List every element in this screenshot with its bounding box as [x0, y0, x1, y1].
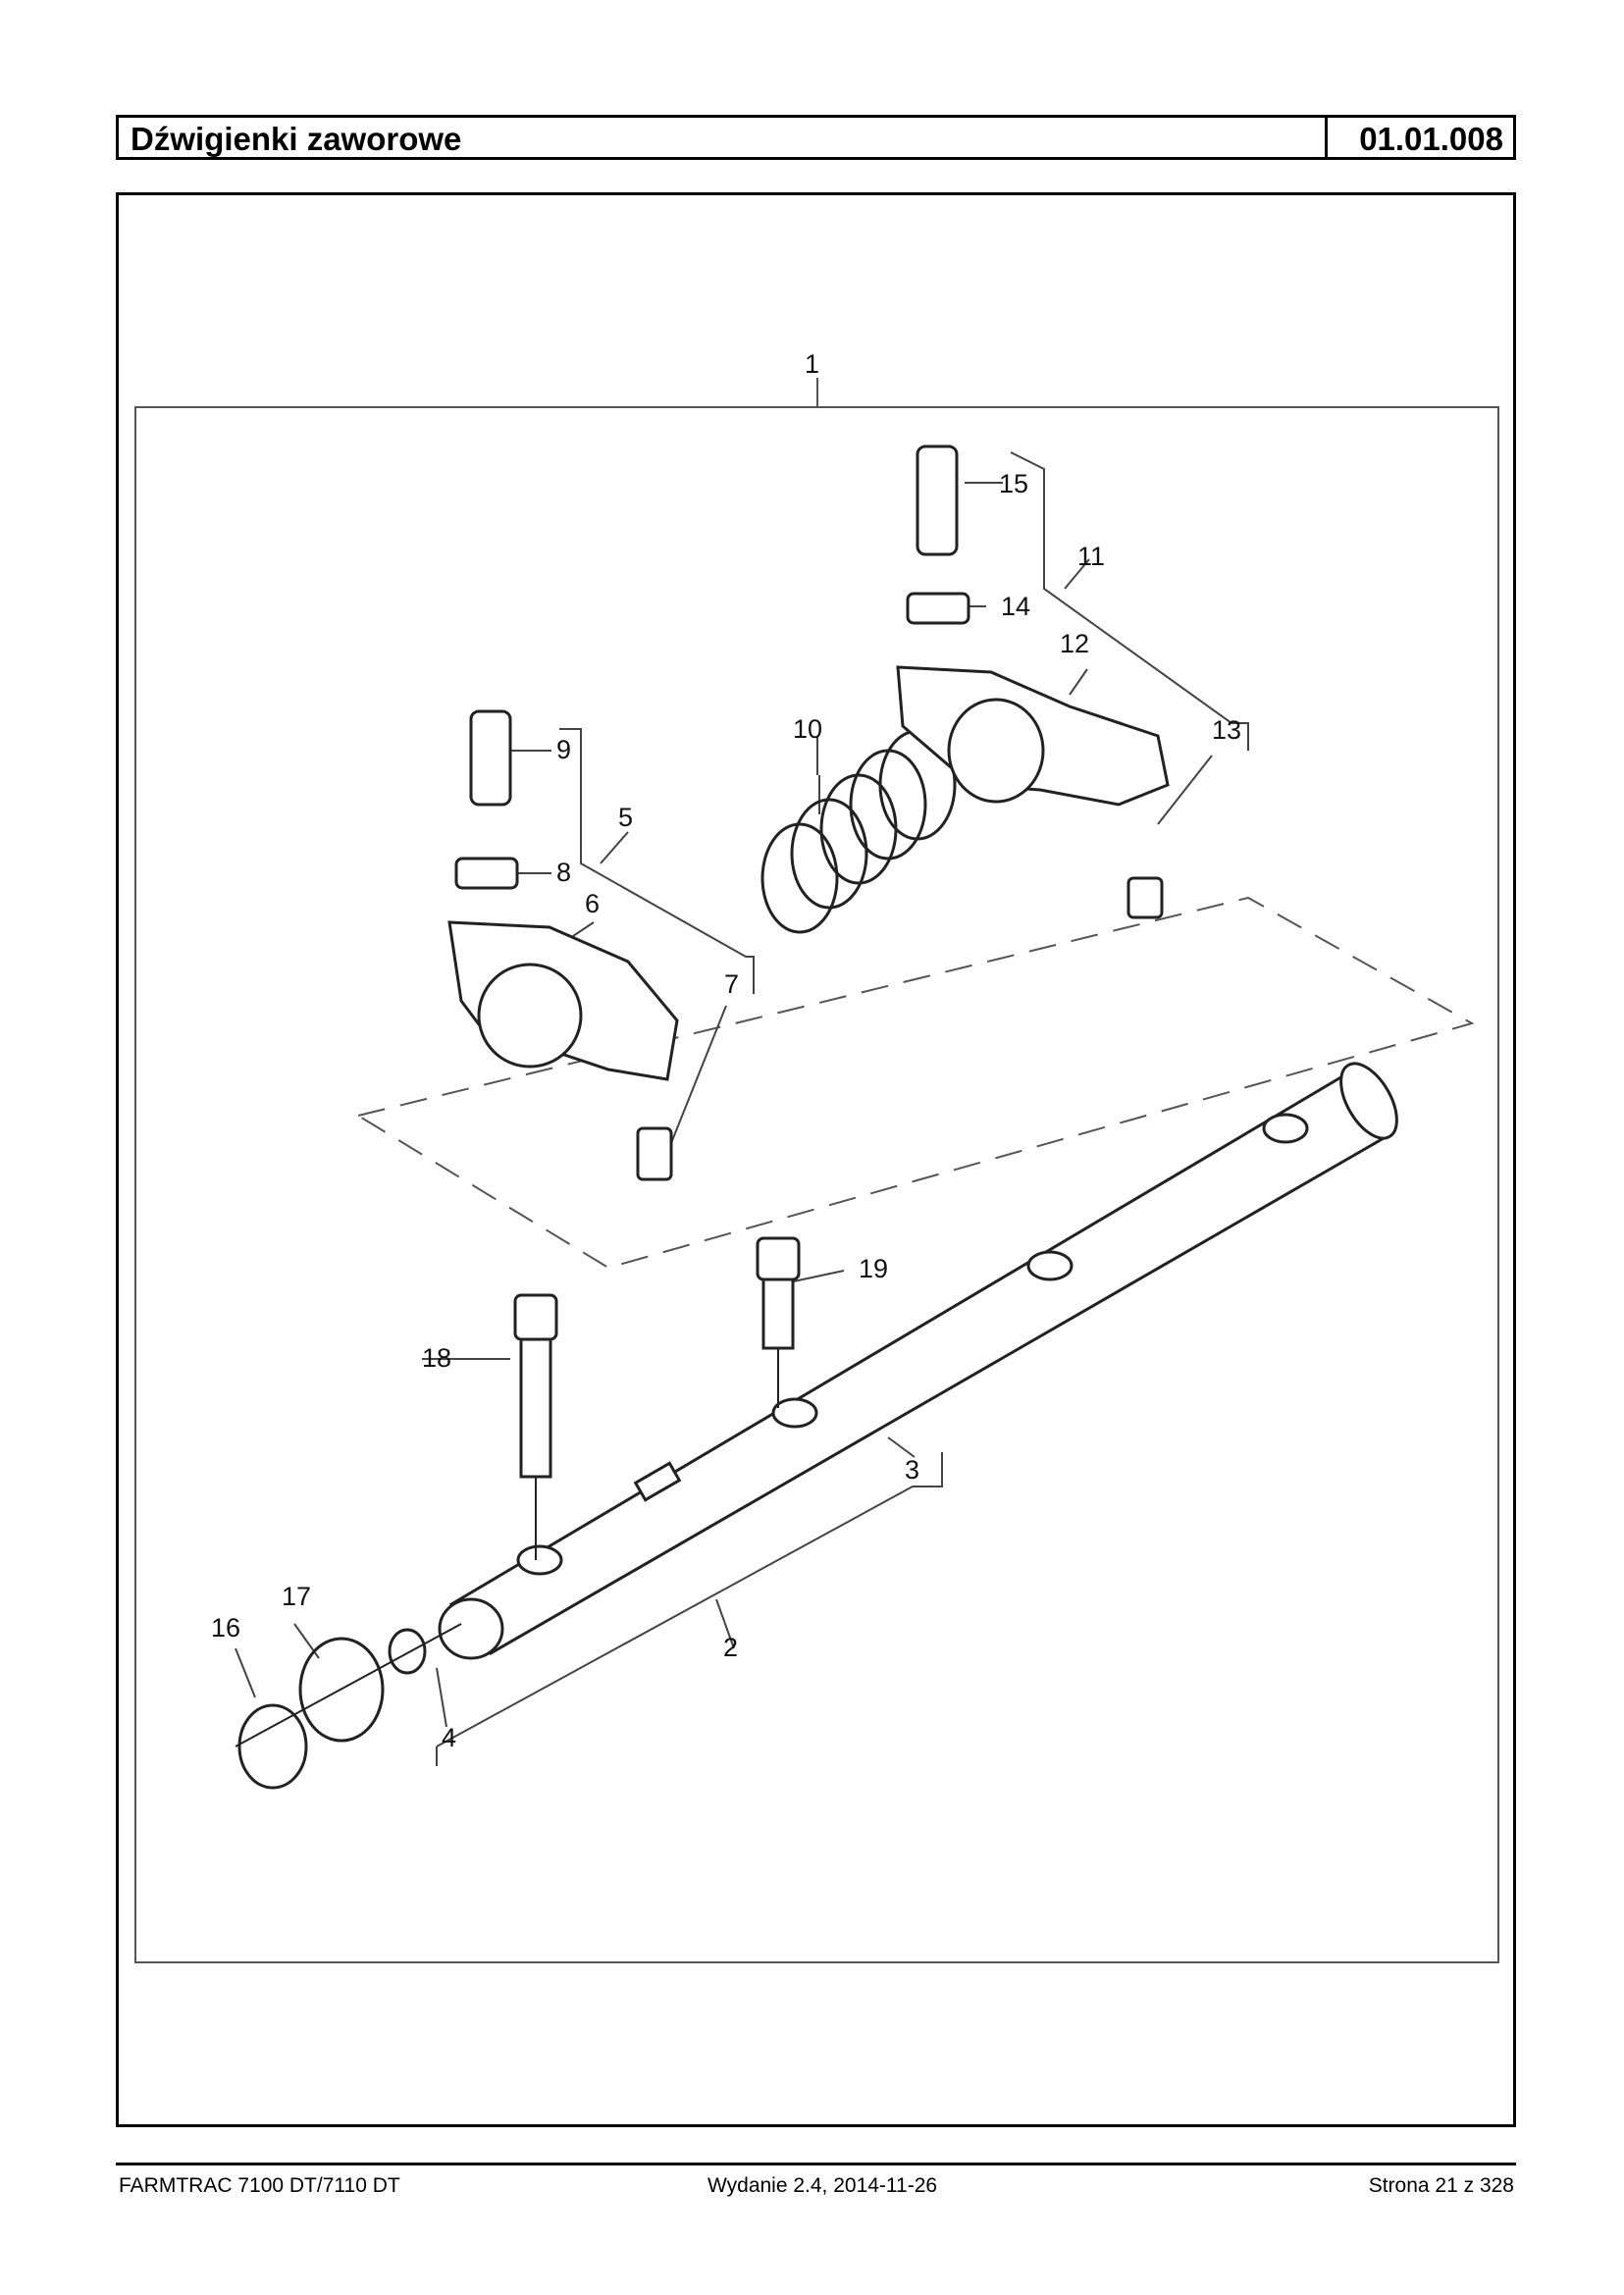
footer-page-number: Strona 21 z 328 [1368, 2174, 1514, 2197]
header-divider [1325, 118, 1328, 157]
callout-19: 19 [859, 1254, 888, 1283]
rocker-arm-right [896, 444, 1170, 919]
dashed-group-outline [357, 896, 1475, 1270]
callout-16: 16 [211, 1613, 240, 1643]
drawing-frame [116, 192, 1516, 2127]
footer-edition: Wydanie 2.4, 2014-11-26 [707, 2174, 938, 2197]
callout-8: 8 [556, 858, 571, 887]
rings [235, 1623, 462, 1790]
footer-rule [116, 2163, 1516, 2165]
callout-1: 1 [805, 349, 819, 379]
callout-10: 10 [793, 714, 822, 744]
footer-model: FARMTRAC 7100 DT/7110 DT [119, 2174, 400, 2197]
spring-10 [760, 729, 957, 934]
callout-9: 9 [556, 735, 571, 764]
leader-lines [235, 451, 1249, 1766]
callout-4: 4 [442, 1723, 456, 1752]
callout-15: 15 [999, 469, 1028, 498]
callout-14: 14 [1001, 592, 1030, 621]
bolt-19 [756, 1236, 801, 1408]
callout-12: 12 [1060, 629, 1089, 658]
section-code: 01.01.008 [1359, 121, 1503, 157]
callout-6: 6 [585, 889, 600, 918]
callout-5: 5 [618, 803, 633, 832]
assembly-bracket [134, 378, 1499, 1963]
callout-labels: 1 2 3 4 5 6 7 8 9 10 11 12 13 14 15 16 1… [211, 349, 1241, 1752]
callout-11: 11 [1077, 542, 1105, 571]
callout-7: 7 [724, 969, 739, 999]
callout-17: 17 [282, 1582, 311, 1611]
callout-3: 3 [905, 1455, 919, 1485]
callout-13: 13 [1212, 715, 1241, 745]
rocker-shaft [438, 1062, 1398, 1660]
callout-18: 18 [422, 1343, 451, 1373]
header-bar: Dźwigienki zaworowe 01.01.008 [116, 115, 1516, 160]
callout-2: 2 [723, 1633, 738, 1662]
rocker-arm-left [447, 709, 679, 1181]
bolt-18 [513, 1293, 558, 1560]
page-title: Dźwigienki zaworowe [131, 121, 462, 157]
